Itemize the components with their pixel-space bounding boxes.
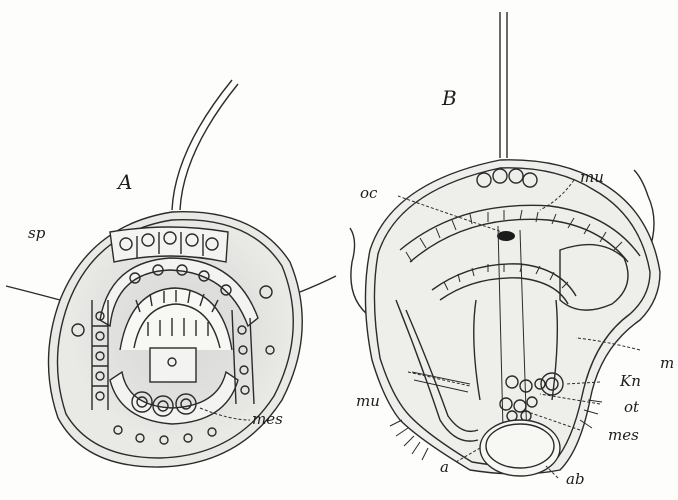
label-m: m [660,356,674,371]
label-mu-left: mu [356,394,380,409]
panel-a-title: A [118,172,132,192]
label-sp: sp [28,226,45,241]
panel-b-drawing [350,12,660,478]
label-oc: oc [360,186,377,201]
panel-b-title: B [442,88,457,108]
label-mu-top: mu [580,170,604,185]
panel-b-label-mes: mes [608,428,639,443]
panel-a-label-mes: mes [252,412,283,427]
label-ab: ab [566,472,585,487]
label-ot: ot [624,400,639,415]
panel-a-drawing [6,80,336,467]
label-kn: Kn [620,374,641,389]
label-a: a [440,460,449,475]
